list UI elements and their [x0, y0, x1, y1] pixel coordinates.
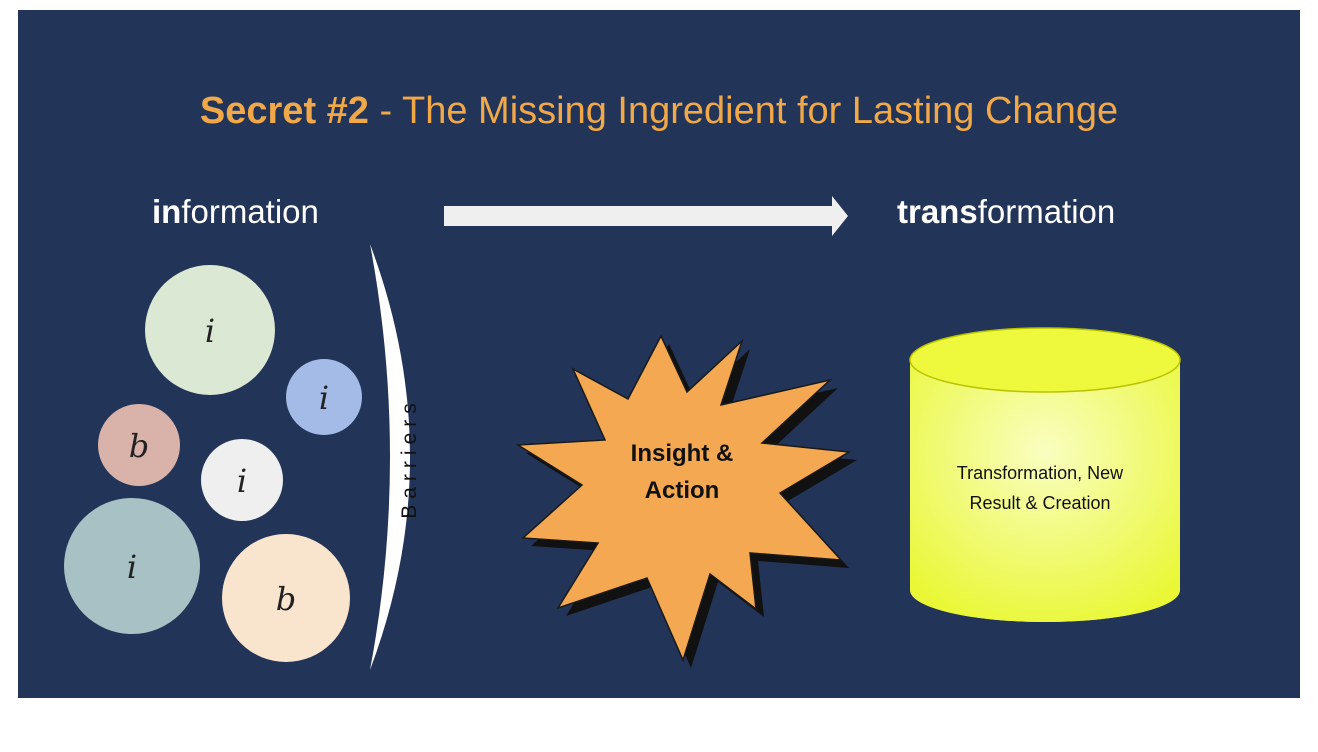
- information-heading-bold: in: [152, 193, 182, 230]
- starburst-line1: Insight &: [631, 440, 734, 467]
- title-rest: - The Missing Ingredient for Lasting Cha…: [368, 90, 1119, 132]
- starburst-line2: Action: [645, 477, 720, 504]
- information-heading-rest: formation: [181, 193, 319, 230]
- insight-starburst: Insight & Action: [515, 334, 857, 668]
- cylinder-line2: Result & Creation: [969, 493, 1110, 513]
- circle-3-label: b: [129, 427, 149, 465]
- title-bold-part: Secret #2: [199, 90, 369, 132]
- barrier-label: Barriers: [398, 397, 421, 519]
- circle-1: i: [145, 265, 275, 395]
- slide-title: Secret #2 - The Missing Ingredient for L…: [0, 90, 1318, 133]
- circle-2-label: i: [319, 379, 329, 417]
- circle-4: i: [201, 439, 283, 521]
- circle-5: i: [64, 498, 200, 634]
- circle-2: i: [286, 359, 362, 435]
- transformation-heading-bold: trans: [897, 193, 978, 230]
- circle-5-label: i: [127, 548, 137, 586]
- right-arrow-icon: [444, 196, 848, 236]
- circle-6-label: b: [276, 580, 296, 618]
- circle-1-label: i: [205, 312, 215, 350]
- circle-4-label: i: [237, 462, 247, 500]
- barrier-arc: Barriers: [370, 244, 421, 670]
- transformation-heading-rest: formation: [977, 193, 1116, 230]
- transformation-cylinder: Transformation, New Result & Creation: [909, 327, 1181, 622]
- cylinder-line1: Transformation, New: [957, 463, 1124, 483]
- information-heading: information: [152, 193, 319, 231]
- circle-3: b: [98, 404, 180, 486]
- transformation-heading: transformation: [897, 193, 1115, 231]
- circle-6: b: [222, 534, 350, 662]
